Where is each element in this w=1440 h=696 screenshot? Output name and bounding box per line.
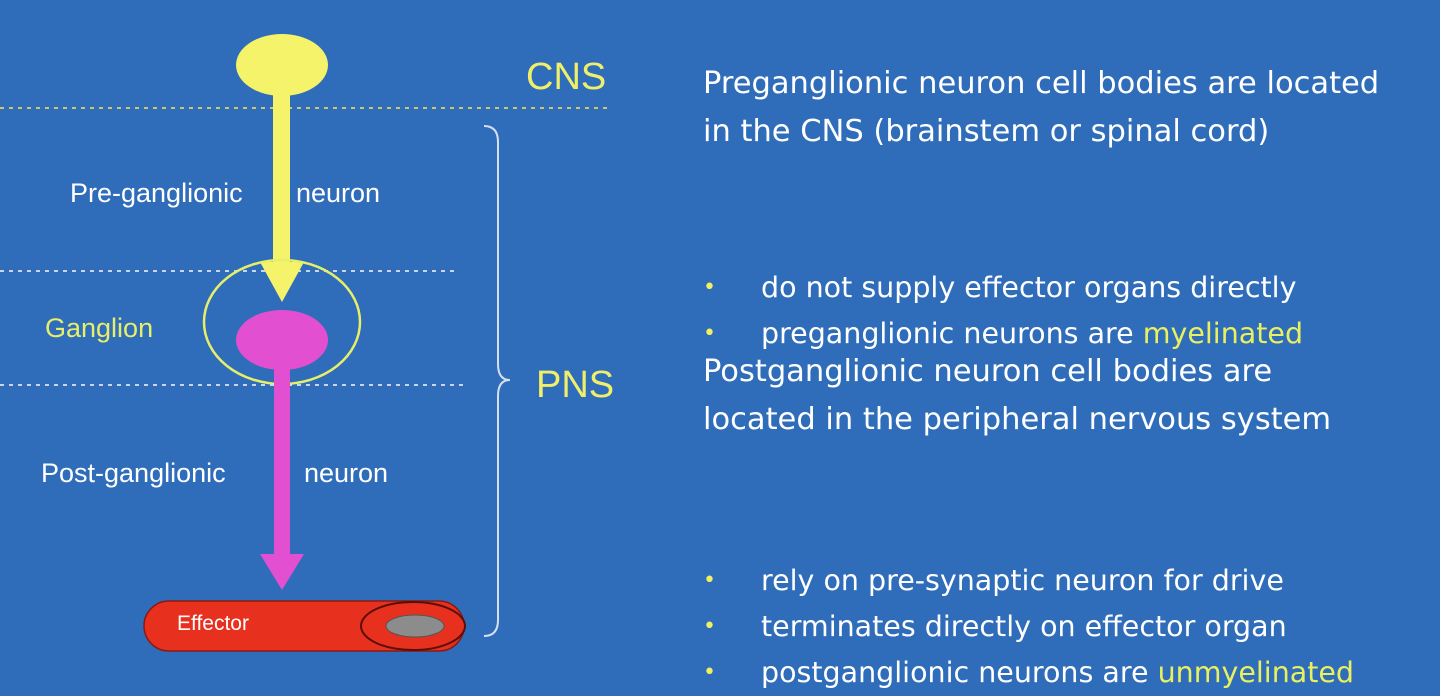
post-ganglionic-axon — [274, 356, 290, 556]
preganglionic-paragraph-line2: in the CNS (brainstem or spinal cord) — [703, 114, 1270, 149]
pre-ganglionic-label: Pre-ganglionic — [70, 178, 243, 208]
pre-ganglionic-arrowhead — [260, 262, 304, 302]
ganglion-label: Ganglion — [45, 313, 153, 343]
post-ganglionic-arrowhead — [260, 554, 304, 590]
bullet-dot-icon: • — [703, 614, 716, 639]
postganglionic-bullet-list: • rely on pre-synaptic neuron for drive … — [703, 558, 1354, 696]
bullet-dot-icon: • — [703, 275, 716, 300]
bullet-dot-icon: • — [703, 321, 716, 346]
postganglionic-paragraph-line2: located in the peripheral nervous system — [703, 402, 1332, 437]
post-ganglionic-label: Post-ganglionic — [41, 458, 226, 488]
list-item: • do not supply effector organs directly — [703, 265, 1303, 311]
pns-label: PNS — [536, 364, 614, 406]
list-item: • terminates directly on effector organ — [703, 604, 1354, 650]
preganglionic-bullet-list: • do not supply effector organs directly… — [703, 265, 1303, 357]
effector-vessel-lumen — [385, 614, 445, 638]
cns-label: CNS — [526, 56, 606, 98]
pre-ganglionic-axon — [273, 88, 290, 266]
preganglionic-paragraph-line1: Preganglionic neuron cell bodies are loc… — [703, 66, 1380, 101]
list-item: • rely on pre-synaptic neuron for drive — [703, 558, 1354, 604]
postganglionic-paragraph: Postganglionic neuron cell bodies are lo… — [703, 348, 1331, 444]
neuron-diagram: CNS PNS Pre-ganglionic neuron Ganglion P… — [0, 34, 614, 652]
effector-label: Effector — [177, 612, 249, 635]
postganglionic-paragraph-line1: Postganglionic neuron cell bodies are — [703, 354, 1273, 389]
pns-brace — [483, 125, 511, 637]
bullet-dot-icon: • — [703, 660, 716, 685]
pre-ganglionic-cell-body — [236, 34, 328, 96]
post-ganglionic-neuron-label: neuron — [304, 458, 388, 488]
post-ganglionic-cell-body — [236, 310, 328, 370]
preganglionic-paragraph: Preganglionic neuron cell bodies are loc… — [703, 60, 1379, 156]
pre-ganglionic-neuron-label: neuron — [296, 178, 380, 208]
list-item: • postganglionic neurons are unmyelinate… — [703, 650, 1354, 696]
bullet-dot-icon: • — [703, 568, 716, 593]
myelinated-highlight: myelinated — [1142, 317, 1304, 350]
unmyelinated-highlight: unmyelinated — [1157, 656, 1355, 689]
list-item: • preganglionic neurons are myelinated — [703, 311, 1303, 357]
